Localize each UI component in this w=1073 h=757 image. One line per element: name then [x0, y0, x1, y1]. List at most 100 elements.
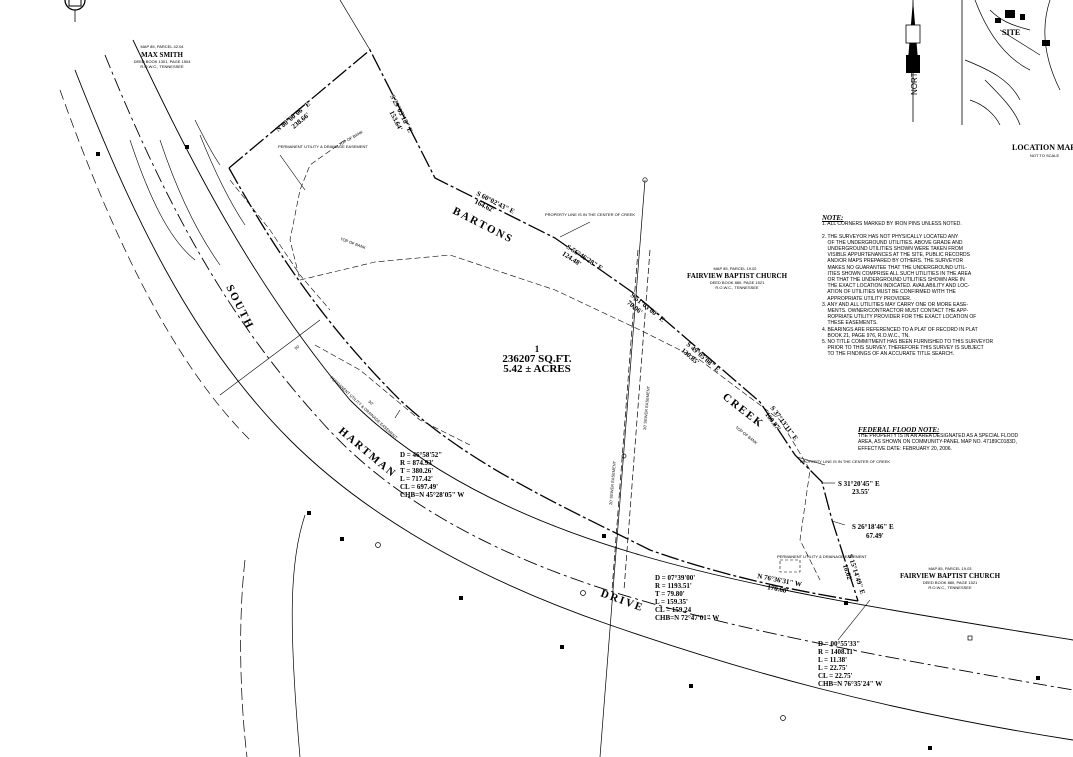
note-line: MAKES NO GUARANTEE THAT THE UNDERGROUND … [822, 264, 967, 271]
easement-labels: PERMANENT UTILITY & DRAINAGE EASEMENT TO… [278, 129, 890, 559]
site-label: SITE [1002, 28, 1020, 37]
note-line: 1. ALL CORNERS MARKED BY IRON PINS UNLES… [822, 221, 962, 228]
note-title: NOTE: [822, 214, 844, 222]
location-map-sub: NOT TO SCALE [1030, 153, 1059, 158]
property-boundary [228, 0, 859, 602]
sheet-marker [64, 0, 86, 22]
lot-sqft: 236207 SQ.FT. [502, 353, 571, 365]
owner-name: FAIRVIEW BAPTIST CHURCH [687, 272, 788, 280]
curve-length: L = 22.75' [818, 664, 848, 672]
north-arrow: NORTH [905, 0, 921, 122]
note-lines: 1. ALL CORNERS MARKED BY IRON PINS UNLES… [822, 221, 994, 358]
flood-note-line: THE PROPERTY IS IN AN AREA DESIGNATED AS… [858, 433, 1019, 440]
owner-max-smith: MAP 85, PARCEL 42.04 MAX SMITH DEED BOOK… [134, 44, 192, 69]
owner-map-parcel: MAP 85, PARCEL 19.03 [928, 566, 972, 571]
note-line: 5. NO TITLE COMMITMENT HAS BEEN FURNISHE… [822, 339, 994, 346]
note-line: UNDERGROUND UTILITIES SHOWN WERE TAKEN F… [822, 246, 963, 253]
curve-chord-bearing: CHB=N 72°47'01" W [655, 614, 719, 622]
curve-tangent: L = 11.38' [818, 656, 847, 664]
lot-number: 1 [535, 344, 540, 354]
owner-name: MAX SMITH [141, 51, 183, 59]
north-label: NORTH [910, 66, 919, 95]
note-line: 4. BEARINGS ARE REFERENCED TO A PLAT OF … [822, 326, 978, 333]
flood-note-line: EFFECTIVE DATE: FEBRUARY 20, 2006. [858, 445, 952, 452]
note-line: MENTS. OWNER/CONTRACTOR MUST CONTACT THE… [822, 308, 969, 315]
road-circles [375, 542, 973, 721]
flood-note-lines: THE PROPERTY IS IN AN AREA DESIGNATED AS… [858, 433, 1058, 452]
curve-chord-bearing: CHB=N 45°28'05" W [400, 491, 464, 499]
owner-deed: DEED BOOK 880, PAGE 1521 [923, 580, 978, 585]
street-drive: DRIVE [599, 588, 646, 615]
note-line: TO THE FINDINGS OF AN ACCURATE TITLE SEA… [822, 351, 955, 358]
owner-fairview-bottom: MAP 85, PARCEL 19.03 FAIRVIEW BAPTIST CH… [900, 566, 1001, 590]
road-markers [96, 145, 1040, 750]
owner-county: R.O.W.C., TENNESSEE [928, 585, 972, 590]
note-line: THESE EASEMENTS. [822, 320, 878, 327]
note-line: ROPRIATE UTILITY PROVIDER FOR THE EXACT … [822, 314, 977, 321]
curve-radius: R = 1193.51' [655, 582, 692, 590]
owner-deed: DEED BOOK 1301, PAGE 1504 [134, 59, 192, 64]
street-south: SOUTH [223, 283, 256, 332]
label-top-bank: TOP OF BANK [340, 236, 367, 250]
note-line: VISIBLE APPURTENANCES AT THE SITE, PUBLI… [822, 252, 971, 259]
curve-chord-bearing: CHB=N 76°35'24" W [818, 680, 882, 688]
boundary-bearings: N 80°00'06" E 238.66' S 29°03'18" E 153.… [274, 93, 894, 595]
sewer-easement [219, 177, 871, 757]
distance-label: 23.55' [852, 488, 870, 496]
owner-county: R.O.W.C., TENNESSEE [715, 285, 759, 290]
note-line: OR THAT THE UNDERGROUND UTILITIES SHOWN … [822, 277, 965, 284]
curve-radius: R = 1408.11' [818, 648, 855, 656]
distance-label: 170.68' [767, 583, 789, 595]
flood-note-block: FEDERAL FLOOD NOTE: THE PROPERTY IS IN A… [858, 426, 1058, 452]
lot-info: 1 236207 SQ.FT. 5.42 ± ACRES [502, 344, 571, 375]
owner-map-parcel: MAP 85, PARCEL 42.04 [140, 44, 184, 49]
bearing-label: S 31°20'45" E [838, 480, 880, 488]
flood-note-title: FEDERAL FLOOD NOTE: [858, 426, 940, 434]
owner-fairview-top: MAP 85, PARCEL 19.02 FAIRVIEW BAPTIST CH… [687, 266, 788, 290]
leader-lines [279, 154, 846, 573]
curve-tangent: T = 380.26' [400, 467, 433, 475]
label-property-line-creek: PROPERTY LINE IS IN THE CENTER OF CREEK [545, 212, 635, 217]
label-sewer-easement: 20' SEWER EASEMENT [608, 460, 617, 505]
label-width: 30' [367, 399, 374, 406]
note-line: ATION OF UTILITIES MUST BE CONFIRMED WIT… [822, 289, 956, 296]
curve-tangent: T = 79.80' [655, 590, 685, 598]
location-map-title: LOCATION MAP [1012, 143, 1073, 152]
note-line: AND/OR MAPS PREPARED BY OTHERS. THE SURV… [822, 258, 964, 265]
distance-label: 67.49' [866, 532, 884, 540]
curve-radius: R = 874.93' [400, 459, 434, 467]
label-width: 50' [293, 343, 300, 350]
location-map: SITE LOCATION MAP NOT TO SCALE [961, 0, 1073, 158]
owner-map-parcel: MAP 85, PARCEL 19.02 [713, 266, 757, 271]
street-labels: BARTONS CREEK SOUTH HARTMAN DRIVE [223, 205, 766, 614]
bearing-label: S 26°18'46" E [852, 523, 894, 531]
note-line: 3. ANY AND ALL UTILITIES MAY CARRY ONE O… [822, 301, 969, 308]
owner-name: FAIRVIEW BAPTIST CHURCH [900, 572, 1001, 580]
road-edges [59, 39, 1073, 757]
curve-table-1: D = 46°58'52" R = 874.93' T = 380.26' L … [400, 451, 464, 499]
note-line: 2. THE SURVEYOR HAS NOT PHYSICALLY LOCAT… [822, 233, 959, 240]
flood-note-line: AREA, AS SHOWN ON COMMUNITY-PANEL MAP NO… [858, 439, 1017, 446]
curve-delta: D = 46°58'52" [400, 451, 442, 459]
curve-delta: D = 00°55'33" [818, 640, 860, 648]
lot-acres: 5.42 ± ACRES [503, 363, 570, 375]
curve-chord: CL = 697.49' [400, 483, 438, 491]
survey-note-block: NOTE: 1. ALL CORNERS MARKED BY IRON PINS… [822, 214, 994, 358]
top-of-bank-lines [229, 139, 821, 581]
curve-delta: D = 07°39'00' [655, 574, 695, 582]
label-sewer-easement: 20' SEWER EASEMENT [642, 385, 651, 430]
curve-chord: CL = 22.75' [818, 672, 853, 680]
owner-county: R.O.W.C., TENNESSEE [140, 64, 184, 69]
curve-table-2: D = 07°39'00' R = 1193.51' T = 79.80' L … [655, 574, 719, 622]
label-property-line-creek: PROPERTY LINE IS IN THE CENTER OF CREEK [800, 459, 890, 464]
note-line: OF THE UNDERGROUND UTILITIES. ABOVE GRAD… [822, 239, 963, 246]
note-line: THE EXACT LOCATION INDICATED. AVAILABILI… [822, 283, 970, 290]
curve-chord: CL = 159.24 [655, 606, 692, 614]
label-perm-drainage: PERMANENT UTILITY & DRAINAGE EASEMENT [278, 144, 368, 149]
note-line: ITIES SHOWN COMPRISE ALL SUCH UTILITIES … [822, 270, 972, 277]
label-perm-utility: PERMANENT UTILITY & DRAINAGE EASEMENT [777, 554, 867, 559]
curve-length: L = 717.42' [400, 475, 433, 483]
note-line: APPROPRIATE UTILITY PROVIDER. [822, 295, 912, 302]
note-line: BOOK 21, PAGE 976, R.O.W.C., TN. [822, 332, 910, 339]
